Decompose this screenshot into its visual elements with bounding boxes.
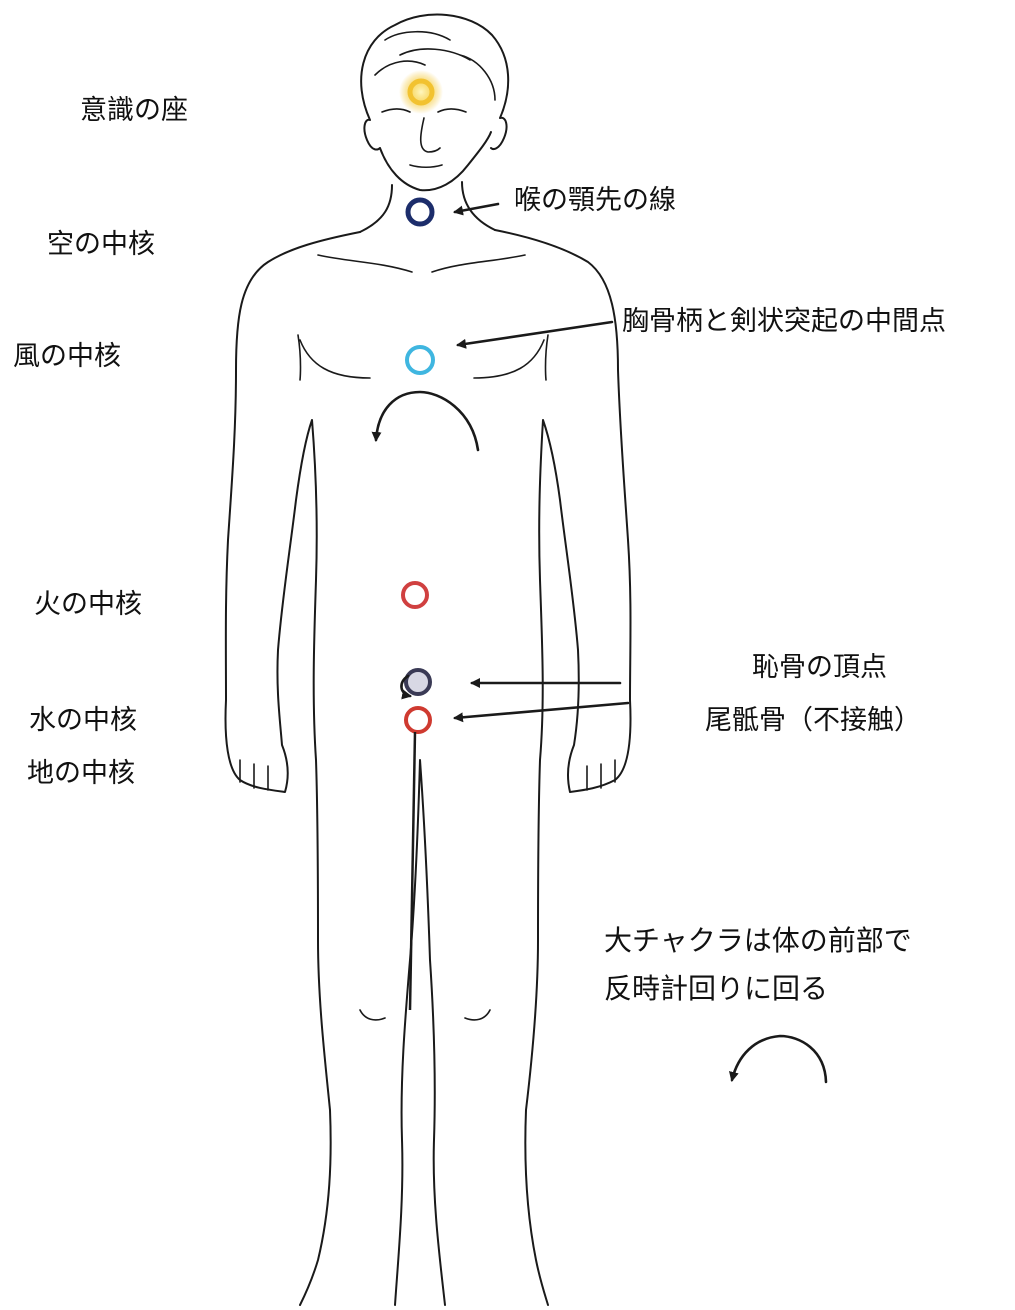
note-line-1: 大チャクラは体の前部で [604,925,912,957]
void-point [408,200,432,224]
central-channel [410,732,415,1010]
mouth [410,165,442,167]
right-side-outline [495,230,631,1305]
collarbones [318,255,525,272]
earth-point [406,708,430,732]
knees [360,1010,490,1020]
chakra-points [399,70,443,732]
label-sternum-midpoint: 胸骨柄と剣状突起の中間点 [622,306,946,338]
note-line-2: 反時計回りに回る [604,973,828,1005]
label-fire-core: 火の中核 [34,589,142,621]
consciousness-glow [399,70,443,114]
label-coccyx: 尾骶骨（不接触） [705,705,921,737]
sternum-pointer [458,322,612,345]
note-rotation-arrow [732,1036,826,1082]
water-point [406,670,430,694]
fire-point [403,583,427,607]
left-side-outline [226,232,360,1305]
label-earth-core: 地の中核 [27,758,135,790]
throat-pointer [455,204,498,212]
label-seat-of-consciousness: 意識の座 [80,95,188,127]
wind-point [407,347,433,373]
hands [240,760,615,790]
label-throat-line: 喉の顎先の線 [514,185,676,217]
label-water-core: 水の中核 [29,705,137,737]
nose [421,118,440,152]
label-void-core: 空の中核 [47,229,155,261]
chest-rotation-arrow [376,392,478,450]
label-wind-core: 風の中核 [13,341,121,373]
inner-legs [395,760,445,1305]
label-pubic-apex: 恥骨の頂点 [752,652,887,684]
